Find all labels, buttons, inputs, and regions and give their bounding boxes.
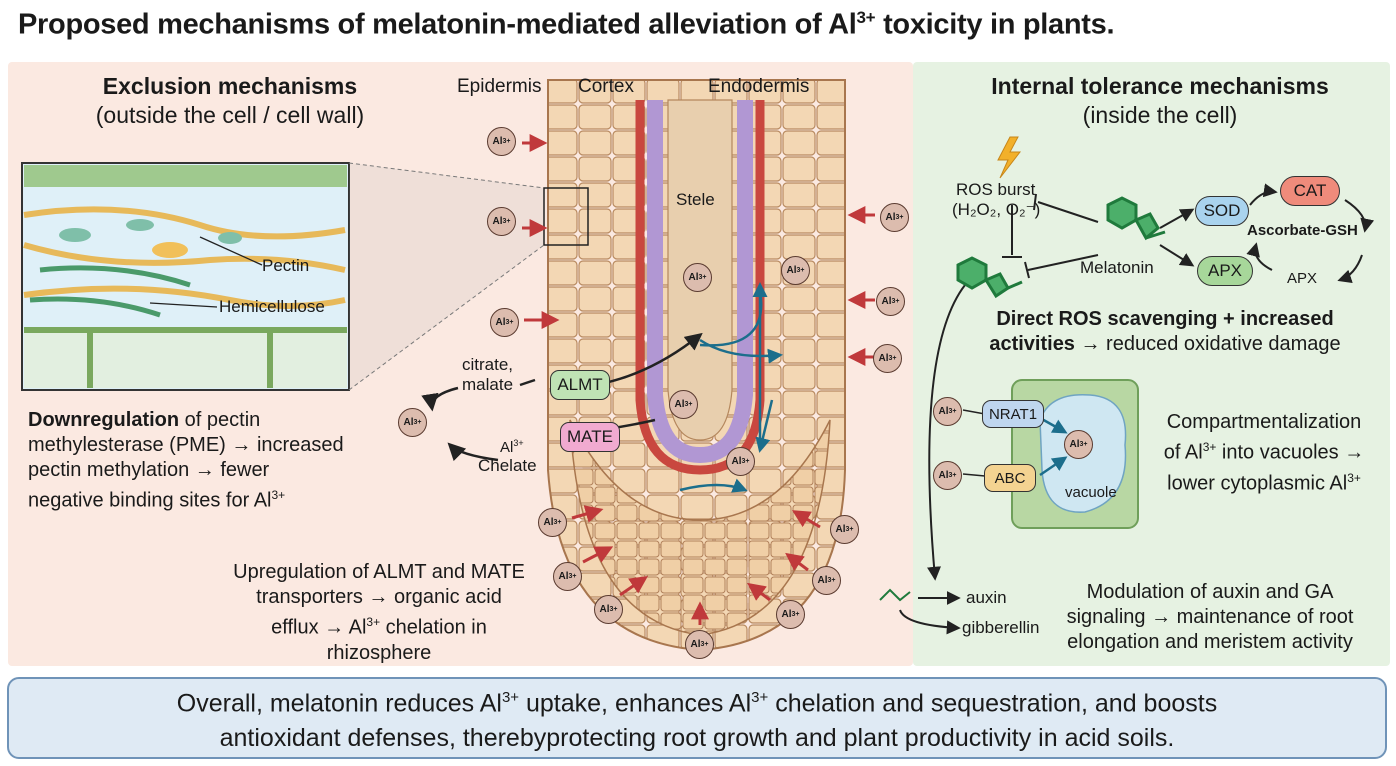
pme-description: Downregulation of pectin methylesterase …	[28, 409, 344, 512]
gibberellin-label: gibberellin	[962, 618, 1040, 637]
ros-burst-label: ROS burst	[956, 180, 1036, 199]
endodermis-band	[635, 100, 765, 475]
summary-box: Overall, melatonin reduces Al3+ uptake, …	[7, 677, 1387, 759]
cat-enzyme: CAT	[1280, 176, 1340, 206]
mate-transporter: MATE	[560, 422, 620, 452]
hemicellulose-label: Hemicellulose	[219, 297, 325, 316]
internal-heading: Internal tolerance mechanisms	[991, 73, 1329, 99]
melatonin-tiny-icon	[879, 588, 911, 602]
summary-line-2: antioxidant defenses, therebyprotecting …	[219, 723, 1175, 752]
vacuole-label: vacuole	[1065, 484, 1117, 501]
page-title: Proposed mechanisms of melatonin-mediate…	[18, 8, 1115, 41]
melatonin-molecule-icon	[1106, 196, 1166, 241]
ros-species-label: (H₂O₂, O₂⁻)	[952, 200, 1041, 219]
auxin-label: auxin	[966, 588, 1007, 607]
ros-description: Direct ROS scavenging + increased activi…	[989, 308, 1341, 355]
zoom-box	[543, 187, 589, 246]
ros-arrows	[899, 183, 1375, 635]
internal-tolerance-panel	[913, 62, 1390, 666]
al-influx-arrows	[522, 134, 875, 625]
epidermis-label: Epidermis	[457, 76, 542, 97]
abc-transporter: ABC	[984, 464, 1036, 492]
apx-cycle-label: APX	[1287, 270, 1318, 287]
melatonin-small-icon	[956, 256, 1023, 299]
pectin-label: Pectin	[262, 256, 310, 275]
summary-line-1: Overall, melatonin reduces Al3+ uptake, …	[176, 689, 1218, 718]
nrat1-transporter: NRAT1	[982, 400, 1044, 428]
ascorbate-gsh-label: Ascorbate-GSH	[1247, 222, 1358, 239]
pericycle-band	[647, 100, 753, 464]
internal-transport-arrows	[679, 282, 783, 493]
lightning-icon	[997, 136, 1022, 179]
cortex-label: Cortex	[578, 76, 634, 97]
exclusion-heading: Exclusion mechanisms	[102, 73, 358, 99]
malate-label: malate	[462, 375, 514, 394]
compartmentalization-description: Compartmentalization of Al3+ into vacuol…	[1163, 411, 1365, 495]
sod-enzyme: SOD	[1195, 196, 1249, 226]
exclusion-subheading: (outside the cell / cell wall)	[95, 102, 365, 128]
upregulation-description: Upregulation of ALMT and MATE transporte…	[233, 561, 525, 664]
melatonin-label: Melatonin	[1080, 258, 1154, 277]
endodermis-label: Endodermis	[708, 76, 810, 97]
internal-subheading: (inside the cell)	[1082, 102, 1238, 128]
citrate-label: citrate,	[462, 355, 514, 374]
apx-enzyme: APX	[1197, 256, 1253, 286]
al-chelate-label: Al3+	[500, 438, 524, 456]
almt-transporter: ALMT	[550, 370, 610, 400]
hormone-description: Modulation of auxin and GA signaling → m…	[1066, 581, 1354, 653]
chelate-label: Chelate	[478, 456, 537, 475]
stele-label: Stele	[676, 190, 715, 209]
